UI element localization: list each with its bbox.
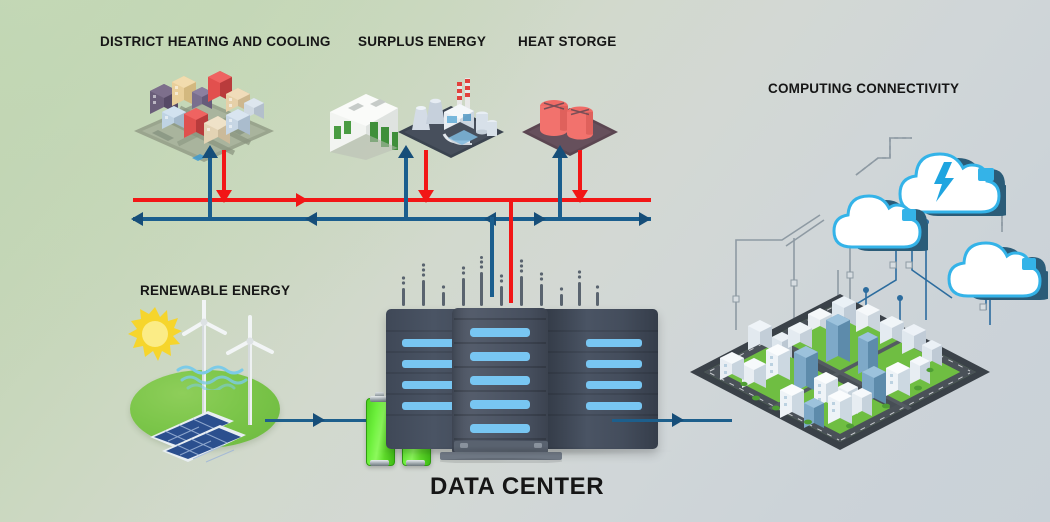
server-rack-center-base [439, 441, 563, 464]
hot-branch-heat-arrow [572, 190, 588, 203]
label-renewable-energy: RENEWABLE ENERGY [140, 283, 291, 298]
industrial-building-icon [326, 90, 412, 160]
hot-riser-datacenter [509, 198, 513, 303]
label-computing-connectivity: COMPUTING CONNECTIVITY [768, 81, 960, 96]
cloud-icon-energy[interactable] [886, 128, 1017, 224]
hot-branch-surplus-arrow [418, 190, 434, 203]
cold-pipe-trunk [133, 217, 651, 221]
hot-pipe-trunk [133, 198, 651, 202]
iso-town-icon [134, 62, 274, 162]
server-rack-center [452, 308, 548, 463]
label-district-heating-cooling: DISTRICT HEATING AND COOLING [100, 34, 331, 49]
cold-branch-surplus-arrow [398, 145, 414, 158]
hot-branch-surplus [424, 150, 428, 192]
power-plant-icon [398, 78, 504, 160]
cold-branch-surplus [404, 156, 408, 219]
server-floor-shadow [372, 446, 672, 456]
cold-pipe-arrow-left-end [131, 212, 143, 226]
battery-1-terminal [375, 392, 384, 396]
hot-branch-district [222, 150, 226, 192]
solar-panel-icon [148, 405, 268, 465]
cloud-icon-left[interactable] [822, 175, 937, 259]
cold-branch-heat-arrow [552, 145, 568, 158]
battery-2-cap-bottom [406, 460, 425, 466]
hot-branch-heat [578, 150, 582, 192]
battery-1-cap-top [370, 396, 389, 402]
cloud-icon-right[interactable] [938, 222, 1050, 308]
datacenter-to-city-arrow [672, 413, 684, 427]
server-rack-right-leds [540, 309, 658, 449]
heat-tank-icon [522, 84, 618, 156]
cold-branch-heat [558, 156, 562, 219]
cold-pipe-arrow-right-mid [534, 212, 546, 226]
cold-pipe-arrow-left-mid [305, 212, 317, 226]
wind-flow-icon [176, 362, 256, 393]
cold-riser-datacenter [490, 217, 494, 297]
label-data-center: DATA CENTER [430, 473, 605, 500]
iso-city-icon [690, 288, 990, 478]
sun-icon [128, 307, 182, 361]
label-surplus-energy: SURPLUS ENERGY [358, 34, 487, 49]
battery-1-cap-bottom [370, 460, 389, 466]
cold-branch-district [208, 156, 212, 219]
hot-pipe-arrow-mid [296, 193, 308, 207]
cold-pipe-arrow-right-end [639, 212, 651, 226]
hot-branch-district-arrow [216, 190, 232, 203]
wind-turbine-icon-2 [218, 315, 280, 425]
server-antenna-group [396, 256, 606, 308]
label-heat-storage: HEAT STORGE [518, 34, 617, 49]
renewable-to-battery-arrow [313, 413, 325, 427]
wind-turbine-icon-1 [178, 298, 232, 415]
cold-branch-district-arrow [202, 145, 218, 158]
